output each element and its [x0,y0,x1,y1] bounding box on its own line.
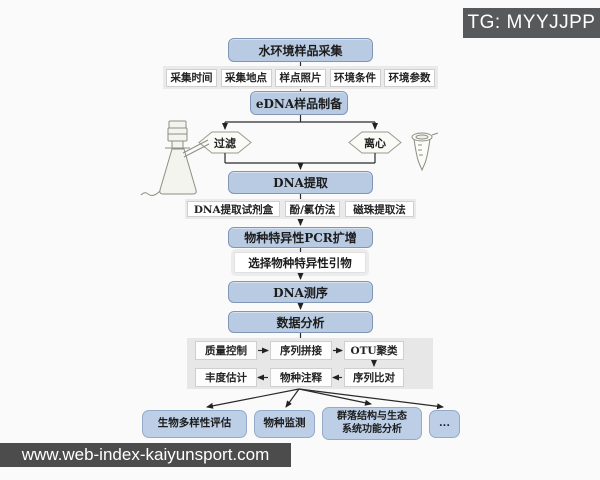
node-dna-sequencing: DNA测序 [228,281,373,303]
step-sequence-assembly: 序列拼接 [270,341,332,360]
metadata-box: 采集地点 [220,68,272,87]
analysis-steps-panel: 质量控制 序列拼接 OTU聚类 丰度估计 物种注释 序列比对 [187,338,433,389]
step-sequence-alignment: 序列比对 [344,368,404,387]
metadata-box: 采集时间 [166,68,217,87]
node-dna-extraction: DNA提取 [228,171,373,194]
method-box: 酚/氯仿法 [285,201,340,217]
output-ellipsis: ... [429,410,460,438]
metadata-box: 环境参数 [384,68,435,87]
step-quality-control: 质量控制 [195,341,257,360]
watermark-url: www.web-index-kaiyunsport.com [0,443,291,467]
node-filter: 过滤 [214,136,236,150]
node-centrifuge: 离心 [364,136,386,150]
collection-metadata-strip: 采集时间 采集地点 样点照片 环境条件 环境参数 [163,66,438,89]
metadata-box: 环境条件 [329,68,381,87]
extraction-methods-strip: DNA提取试剂盒 酚/氯仿法 磁珠提取法 [185,199,416,219]
node-sample-collection: 水环境样品采集 [228,38,373,62]
node-data-analysis: 数据分析 [228,311,373,333]
method-box: 磁珠提取法 [345,201,414,217]
node-species-specific-pcr: 物种特异性PCR扩增 [228,227,373,248]
step-otu-clustering: OTU聚类 [344,341,404,360]
filter-hexagon [198,131,252,154]
step-species-annotation: 物种注释 [270,368,332,387]
output-biodiversity-assessment: 生物多样性评估 [142,410,247,438]
vacuum-filter-flask-icon [140,120,210,196]
step-abundance-estimate: 丰度估计 [195,368,257,387]
telegram-badge: TG: MYYJJPP [463,8,600,38]
centrifuge-hexagon [348,131,402,154]
method-box: DNA提取试剂盒 [187,201,280,217]
node-edna-preparation: eDNA样品制备 [250,91,348,115]
centrifuge-tube-icon [411,132,439,172]
output-community-structure-function: 群落结构与生态系统功能分析 [322,407,422,440]
metadata-box: 样点照片 [275,68,326,87]
node-primer-selection: 选择物种特异性引物 [234,252,366,273]
output-species-monitoring: 物种监测 [254,410,315,438]
